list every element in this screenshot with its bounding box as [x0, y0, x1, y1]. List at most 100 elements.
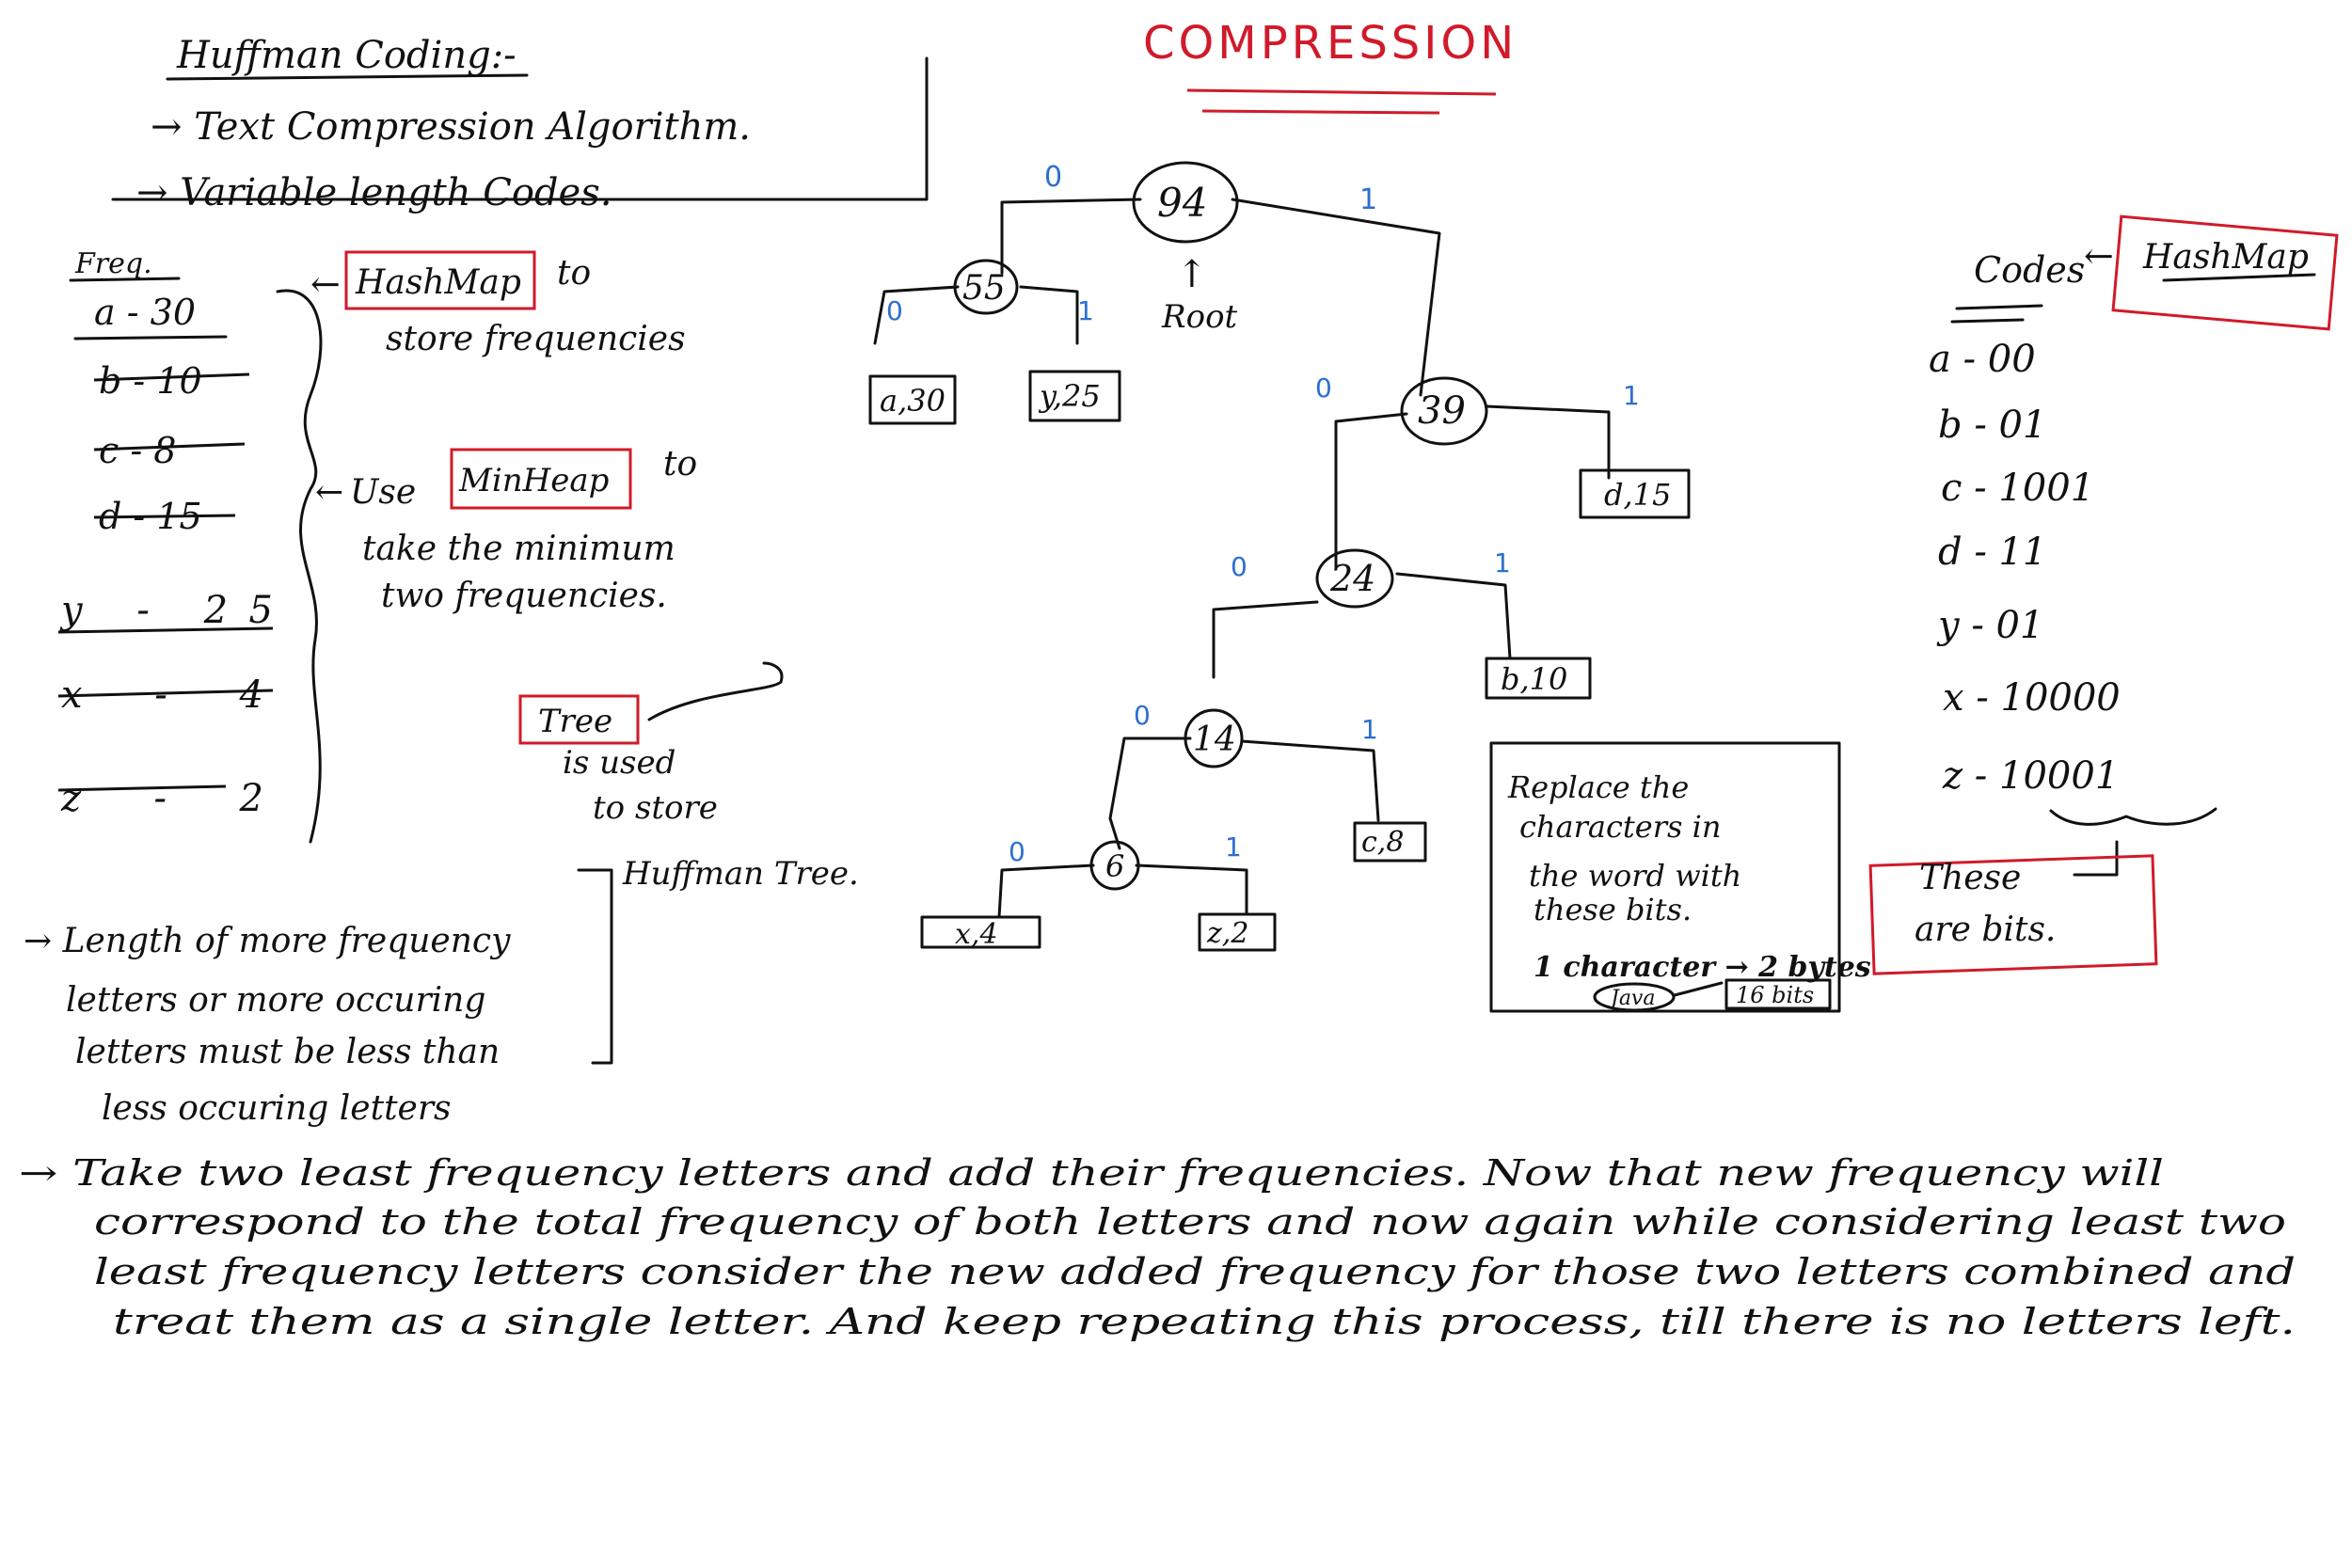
page-title: COMPRESSION [1143, 17, 1518, 70]
edge-label-1: 1 [1077, 295, 1094, 326]
tree-leaf [868, 374, 957, 425]
tree-edge [1485, 404, 1611, 480]
replace-line: the word with [1529, 858, 1741, 894]
tree-node [1400, 376, 1488, 446]
length-note-bracket [577, 868, 613, 1065]
freq-strike [93, 442, 246, 451]
edge-label-0: 0 [886, 295, 903, 326]
freq-header-underline [69, 277, 181, 282]
code-item: b - 01 [1938, 404, 2046, 447]
bottom-explanation: → Take two least frequency letters and a… [19, 1152, 2296, 1342]
intro-heading: Huffman Coding:- [176, 34, 516, 77]
tree-leaf-label: x,4 [955, 918, 998, 951]
tree-node [1132, 161, 1239, 244]
codes-hashmap-underline [2162, 273, 2316, 282]
tree-leaf [1485, 657, 1592, 700]
bottom-note-line: treat them as a single letter. And keep … [113, 1301, 2296, 1342]
edge-label-1: 1 [1494, 547, 1511, 578]
tree-edge [1019, 285, 1079, 345]
tree-edge [1000, 198, 1142, 275]
tree-node-label: 24 [1329, 558, 1375, 599]
edge-label-1: 1 [1623, 380, 1640, 411]
tree-leaf-label: d,15 [1604, 477, 1671, 513]
edge-label-0: 0 [1134, 700, 1151, 731]
tree-edge [873, 285, 960, 345]
bits-label: 16 bits [1736, 982, 1814, 1008]
length-note-line: less occuring letters [102, 1089, 452, 1128]
tree-edge [1240, 739, 1380, 822]
code-item: d - 11 [1938, 531, 2046, 574]
minheap-highlight [450, 448, 632, 510]
freq-strike [93, 514, 236, 519]
freq-item: a - 30 [94, 292, 196, 333]
minheap-use: Use [350, 473, 416, 512]
bottom-note-line: → Take two least frequency letters and a… [19, 1152, 2164, 1194]
hashmap-text: to [557, 254, 591, 293]
tree-leaf-label: b,10 [1501, 661, 1567, 697]
tree-node-label: 6 [1105, 848, 1124, 884]
bits-box [1724, 978, 1832, 1010]
tree-leaf [1028, 370, 1121, 422]
edge-label-1: 1 [1361, 714, 1378, 745]
hashmap-label: HashMap [355, 263, 521, 302]
edge-label-1: 1 [1359, 183, 1377, 216]
code-item: z - 10001 [1942, 754, 2119, 798]
length-note-line: letters or more occuring [66, 981, 485, 1020]
root-label: Root [1161, 298, 1238, 336]
java-label: Java [1607, 987, 1655, 1010]
java-arrow [1673, 981, 1724, 997]
tree-edge [1334, 412, 1408, 571]
tree-label: Tree [538, 703, 612, 740]
tree-node-label: 94 [1157, 180, 1207, 226]
edge-label-0: 0 [1315, 372, 1332, 404]
tree-edge [997, 863, 1095, 919]
tree-edge [1108, 736, 1192, 850]
tree-leaf [920, 915, 1041, 949]
edge-label-0: 0 [1044, 161, 1062, 194]
tree-text-3: Huffman Tree. [622, 855, 859, 893]
code-item: x - 10000 [1943, 676, 2121, 720]
replace-line: Replace the [1507, 769, 1689, 805]
bits-note-highlight [1868, 854, 2158, 975]
tree-node [1089, 840, 1140, 891]
bits-note-line: are bits. [1915, 911, 2056, 949]
replace-note-box: Replace the characters in the word with … [1489, 741, 1871, 1013]
codes-hashmap-highlight [2111, 214, 2339, 331]
freq-strike [93, 372, 250, 382]
code-item: y - 01 [1936, 604, 2043, 647]
intro-line-2: → Variable length Codes. [136, 171, 612, 214]
minheap-arrow: ← [315, 473, 343, 512]
title-underline [1186, 88, 1497, 96]
tree-highlight [518, 694, 640, 745]
freq-strike [57, 626, 274, 634]
freq-strike [57, 784, 227, 792]
freq-item: y - 25 [59, 589, 273, 632]
edge-label-0: 0 [1009, 836, 1025, 867]
length-note-line: letters must be less than [75, 1033, 500, 1071]
bits-brace [2049, 807, 2217, 826]
length-note-line: → Length of more frequency [24, 922, 511, 960]
bottom-note-line: correspond to the total frequency of bot… [94, 1201, 2286, 1243]
java-circle [1593, 982, 1676, 1012]
tree-leaf-label: c,8 [1361, 826, 1404, 859]
root-arrow: ↑ [1176, 253, 1208, 296]
tree-edge [1135, 863, 1248, 914]
tree-leaf-label: z,2 [1206, 917, 1248, 950]
tree-node-label: 14 [1193, 721, 1236, 759]
code-item: a - 00 [1929, 338, 2036, 381]
tree-leaf-label: y,25 [1038, 378, 1101, 414]
tree-node [953, 259, 1019, 315]
bits-arrow [2073, 840, 2119, 877]
huffman-tree: ↑ Root 94 55 39 24 14 6 a,30 y,25 d,15 b… [868, 161, 1691, 952]
hashmap-arrow: ← [310, 263, 341, 305]
tree-text-2: to store [593, 789, 718, 827]
tree-node-label: 39 [1418, 389, 1466, 433]
replace-line: these bits. [1534, 892, 1692, 927]
minheap-text: to [663, 445, 697, 483]
freq-underline [73, 335, 228, 341]
minheap-label: MinHeap [458, 462, 609, 499]
brace [276, 289, 323, 844]
freq-item: b - 10 [99, 360, 202, 402]
frequency-list: Freq. a - 30 b - 10 c - 8 d - 15 y - 25 … [57, 247, 274, 820]
